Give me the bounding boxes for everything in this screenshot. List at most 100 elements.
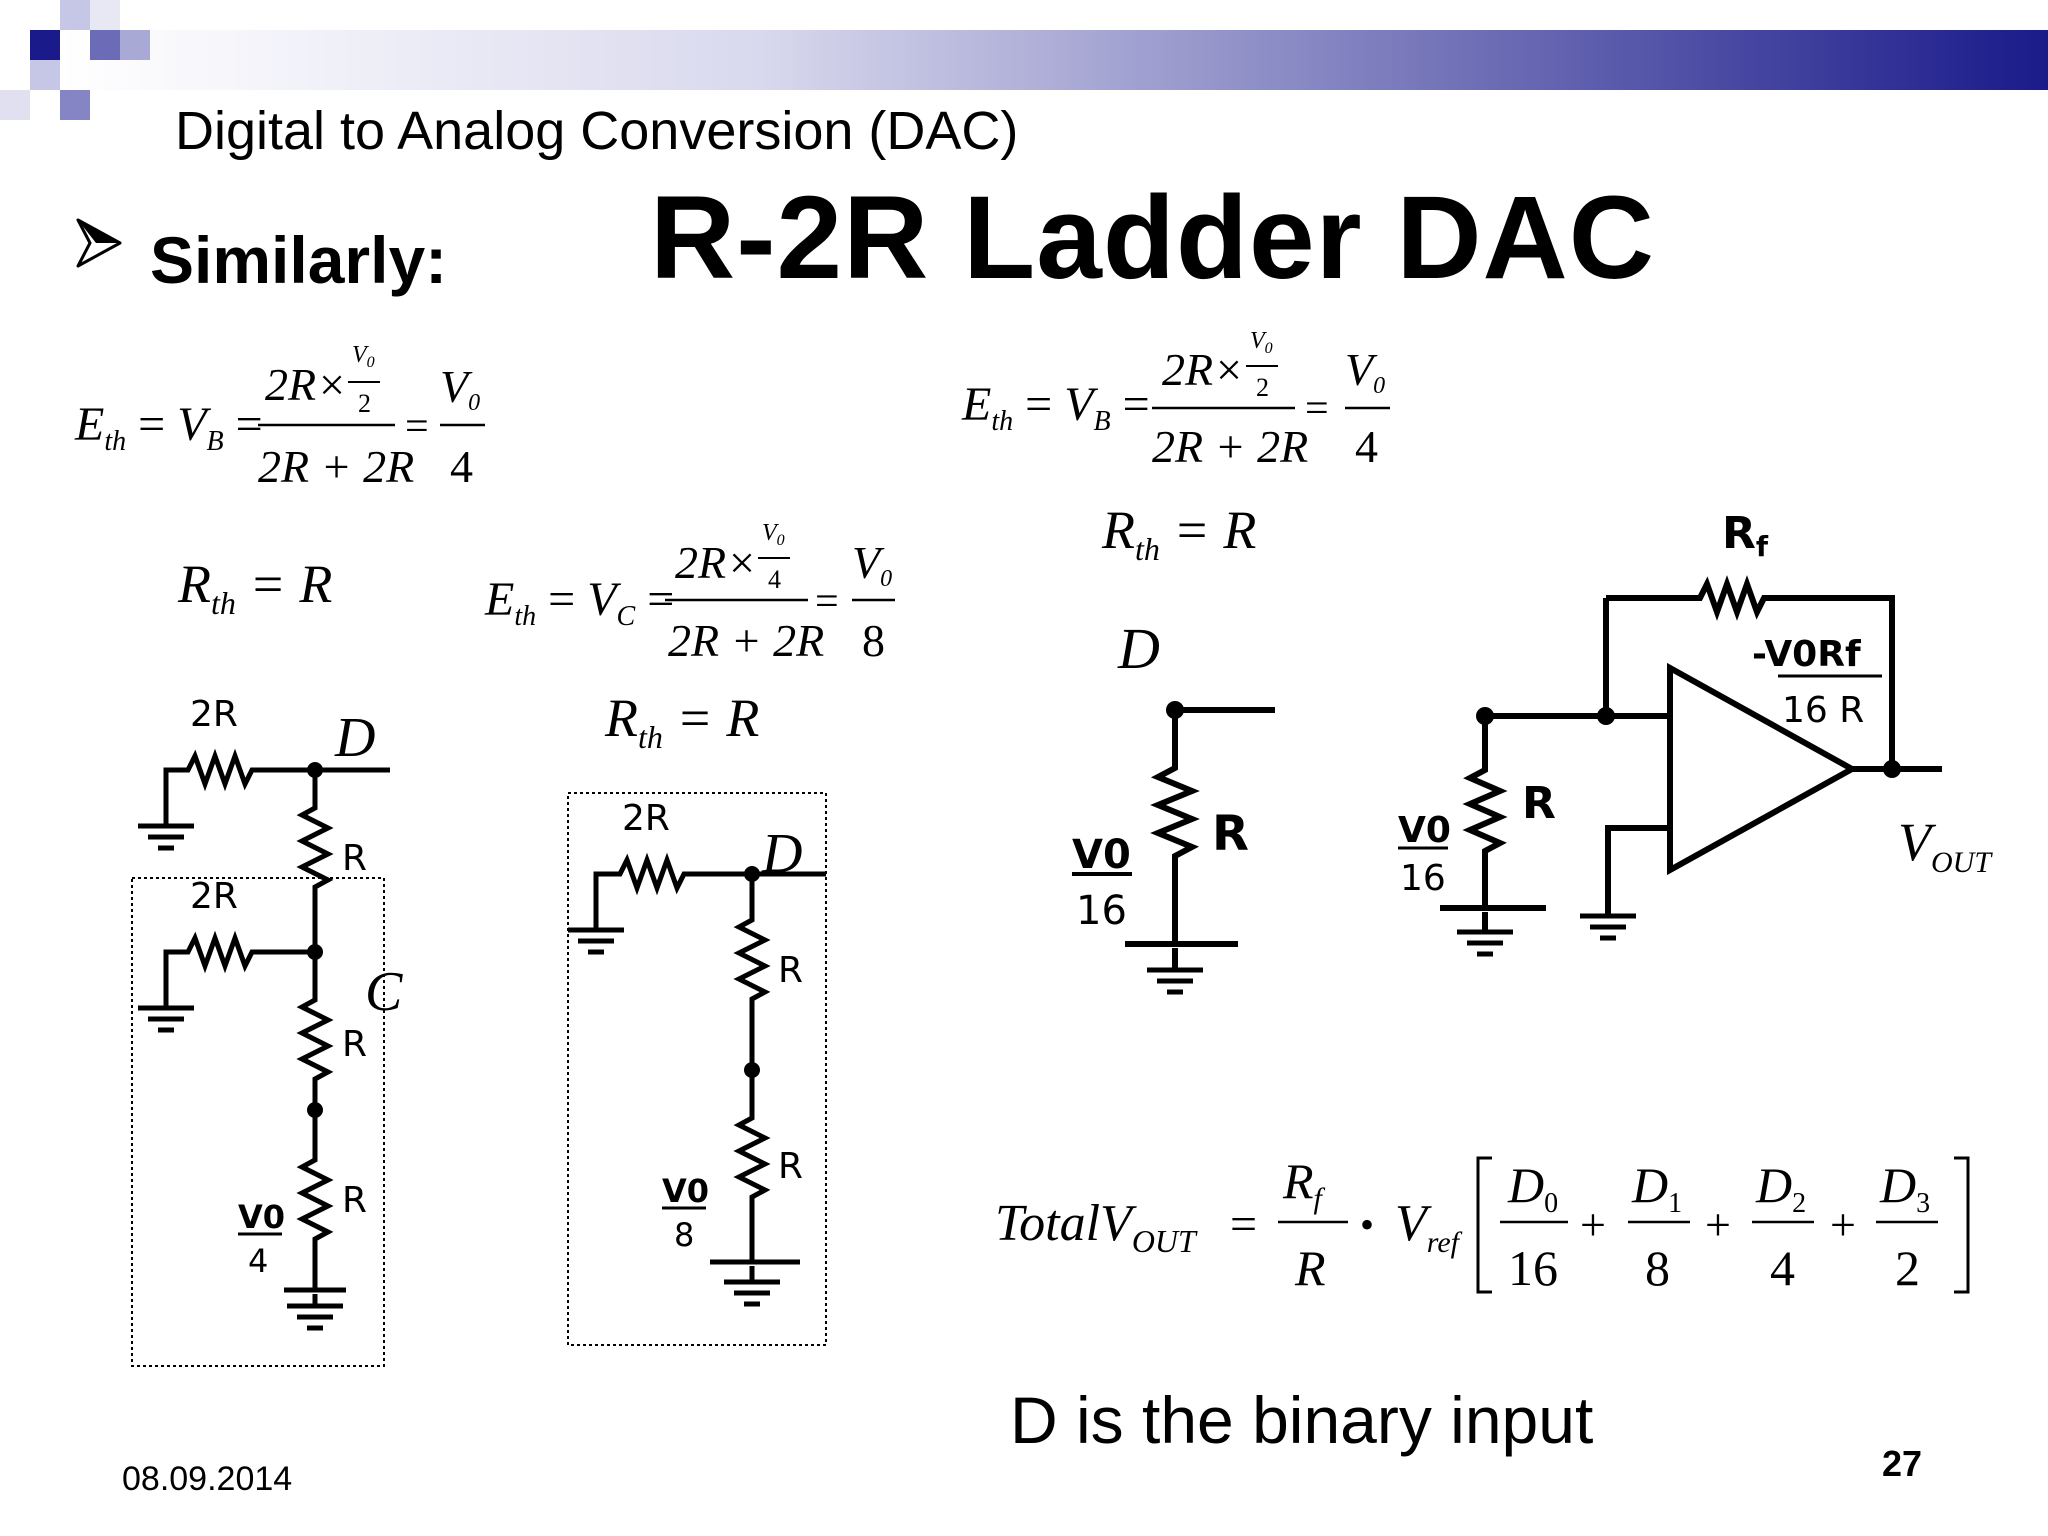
svg-text:R: R xyxy=(342,1180,367,1221)
arrowhead-bullet-icon xyxy=(76,218,122,268)
svg-text:R: R xyxy=(342,838,367,879)
middle-ladder-nodes xyxy=(744,866,760,1078)
svg-text:V0: V0 xyxy=(1250,328,1273,357)
svg-text:=: = xyxy=(1230,1198,1257,1251)
svg-text:4: 4 xyxy=(450,441,473,492)
svg-text:2: 2 xyxy=(1895,1240,1920,1296)
svg-text:Rth = R: Rth = R xyxy=(1101,500,1256,567)
opamp-nodes xyxy=(1476,707,1901,778)
svg-text:4: 4 xyxy=(768,565,781,594)
slide-title: R-2R Ladder DAC xyxy=(650,172,1655,304)
banner-square-light-1 xyxy=(60,0,90,30)
svg-text:Eth = VB =: Eth = VB = xyxy=(961,378,1150,437)
svg-text:V0: V0 xyxy=(762,520,785,549)
svg-text:2R×: 2R× xyxy=(1162,344,1244,395)
equation-eth-vb-right: Eth = VB = 2R× V0 2 2R + 2R = V0 4 xyxy=(961,328,1390,472)
banner-bar xyxy=(60,30,2048,90)
svg-text:4: 4 xyxy=(248,1242,268,1280)
left-ladder-labels: 2R 2R R R R V0 4 D C xyxy=(190,694,403,1280)
banner-square-mid-1 xyxy=(90,30,120,60)
svg-text:R: R xyxy=(1212,806,1249,862)
svg-text:2R: 2R xyxy=(622,798,670,839)
svg-text:+: + xyxy=(1830,1199,1856,1250)
banner-square-mid-3 xyxy=(60,90,90,120)
svg-text:Rf: Rf xyxy=(1722,508,1769,563)
dashed-box-d xyxy=(567,792,827,1346)
header-banner xyxy=(0,0,2048,120)
node-c-dot xyxy=(307,944,323,960)
svg-text:VOUT: VOUT xyxy=(1898,812,1993,879)
svg-text:2R + 2R: 2R + 2R xyxy=(1152,421,1308,472)
svg-text:2R×: 2R× xyxy=(675,537,757,588)
svg-text:+: + xyxy=(1580,1199,1606,1250)
svg-text:8: 8 xyxy=(674,1216,694,1254)
equation-total-vout: TotalVOUT = Rf R • Vref D0 16 + D1 8 + D… xyxy=(995,1153,1970,1296)
svg-text:•: • xyxy=(1360,1202,1374,1247)
svg-text:R: R xyxy=(778,1146,803,1187)
svg-text:16: 16 xyxy=(1400,858,1446,899)
svg-text:16: 16 xyxy=(1508,1240,1558,1296)
svg-text:D: D xyxy=(1117,616,1160,681)
svg-text:Rth = R: Rth = R xyxy=(177,554,332,621)
equation-rth-1: Rth = R xyxy=(177,554,332,621)
svg-text:2R + 2R: 2R + 2R xyxy=(668,615,824,666)
svg-text:R: R xyxy=(1522,778,1556,829)
svg-text:V0: V0 xyxy=(238,1198,285,1236)
opamp-circuit xyxy=(1440,575,1942,954)
svg-text:8: 8 xyxy=(1645,1240,1670,1296)
opamp-labels: Rf -V0Rf 16 R R V0 16 VOUT xyxy=(1398,508,1993,899)
svg-text:C: C xyxy=(365,961,403,1023)
svg-text:V0: V0 xyxy=(852,537,892,592)
middle-ladder-labels: 2R R R V0 8 D xyxy=(622,798,803,1254)
slide-date: 08.09.2014 xyxy=(122,1460,293,1498)
svg-text:V0: V0 xyxy=(352,342,375,371)
svg-text:R: R xyxy=(778,950,803,991)
svg-text:V0: V0 xyxy=(662,1172,709,1210)
dashed-box-c xyxy=(131,877,385,1367)
svg-text:TotalVOUT: TotalVOUT xyxy=(995,1195,1198,1259)
thevenin-labels: D R V0 16 xyxy=(1072,616,1249,934)
thevenin-circuit xyxy=(1125,707,1275,992)
svg-text:+: + xyxy=(1705,1199,1731,1250)
svg-text:=: = xyxy=(405,404,429,450)
opamp-triangle xyxy=(1667,662,1859,876)
svg-text:Vref: Vref xyxy=(1395,1195,1463,1259)
node-d-dot xyxy=(307,762,323,778)
svg-text:8: 8 xyxy=(862,615,885,666)
svg-text:-V0Rf: -V0Rf xyxy=(1752,634,1861,675)
svg-text:V0: V0 xyxy=(1345,344,1385,399)
middle-ladder-circuit xyxy=(567,792,827,1346)
svg-text:V0: V0 xyxy=(1398,810,1451,851)
equation-rth-2: Rth = R xyxy=(604,688,759,755)
svg-text:D2: D2 xyxy=(1755,1157,1806,1219)
banner-square-light-4 xyxy=(90,0,120,30)
thevenin-node-dot xyxy=(1166,701,1184,719)
svg-text:2: 2 xyxy=(1256,373,1269,402)
svg-text:V0: V0 xyxy=(1072,832,1131,878)
equation-eth-vc: Eth = VC = 2R× V0 4 2R + 2R = V0 8 xyxy=(484,520,895,666)
banner-square-mid-2 xyxy=(120,30,150,60)
svg-text:=: = xyxy=(815,579,839,625)
svg-text:Eth = VB =: Eth = VB = xyxy=(74,398,263,457)
left-ladder-nodes xyxy=(307,762,323,1118)
binary-input-note: D is the binary input xyxy=(1010,1383,1594,1457)
banner-square-light-3 xyxy=(0,90,30,120)
svg-text:Eth = VC =: Eth = VC = xyxy=(484,573,674,632)
equation-rth-3: Rth = R xyxy=(1101,500,1256,567)
svg-text:D0: D0 xyxy=(1507,1157,1558,1219)
banner-square-dark xyxy=(30,30,60,60)
svg-text:R: R xyxy=(342,1024,367,1065)
svg-text:D: D xyxy=(761,823,802,885)
svg-text:16: 16 xyxy=(1076,888,1127,934)
svg-text:=: = xyxy=(1305,386,1329,432)
svg-text:4: 4 xyxy=(1355,421,1378,472)
svg-text:R: R xyxy=(1294,1240,1326,1296)
left-ladder-circuit xyxy=(131,748,390,1367)
svg-text:D3: D3 xyxy=(1879,1157,1930,1219)
svg-text:2R + 2R: 2R + 2R xyxy=(258,441,414,492)
svg-text:2R×: 2R× xyxy=(265,359,347,410)
svg-text:D: D xyxy=(334,707,375,769)
svg-text:16 R: 16 R xyxy=(1782,690,1864,731)
